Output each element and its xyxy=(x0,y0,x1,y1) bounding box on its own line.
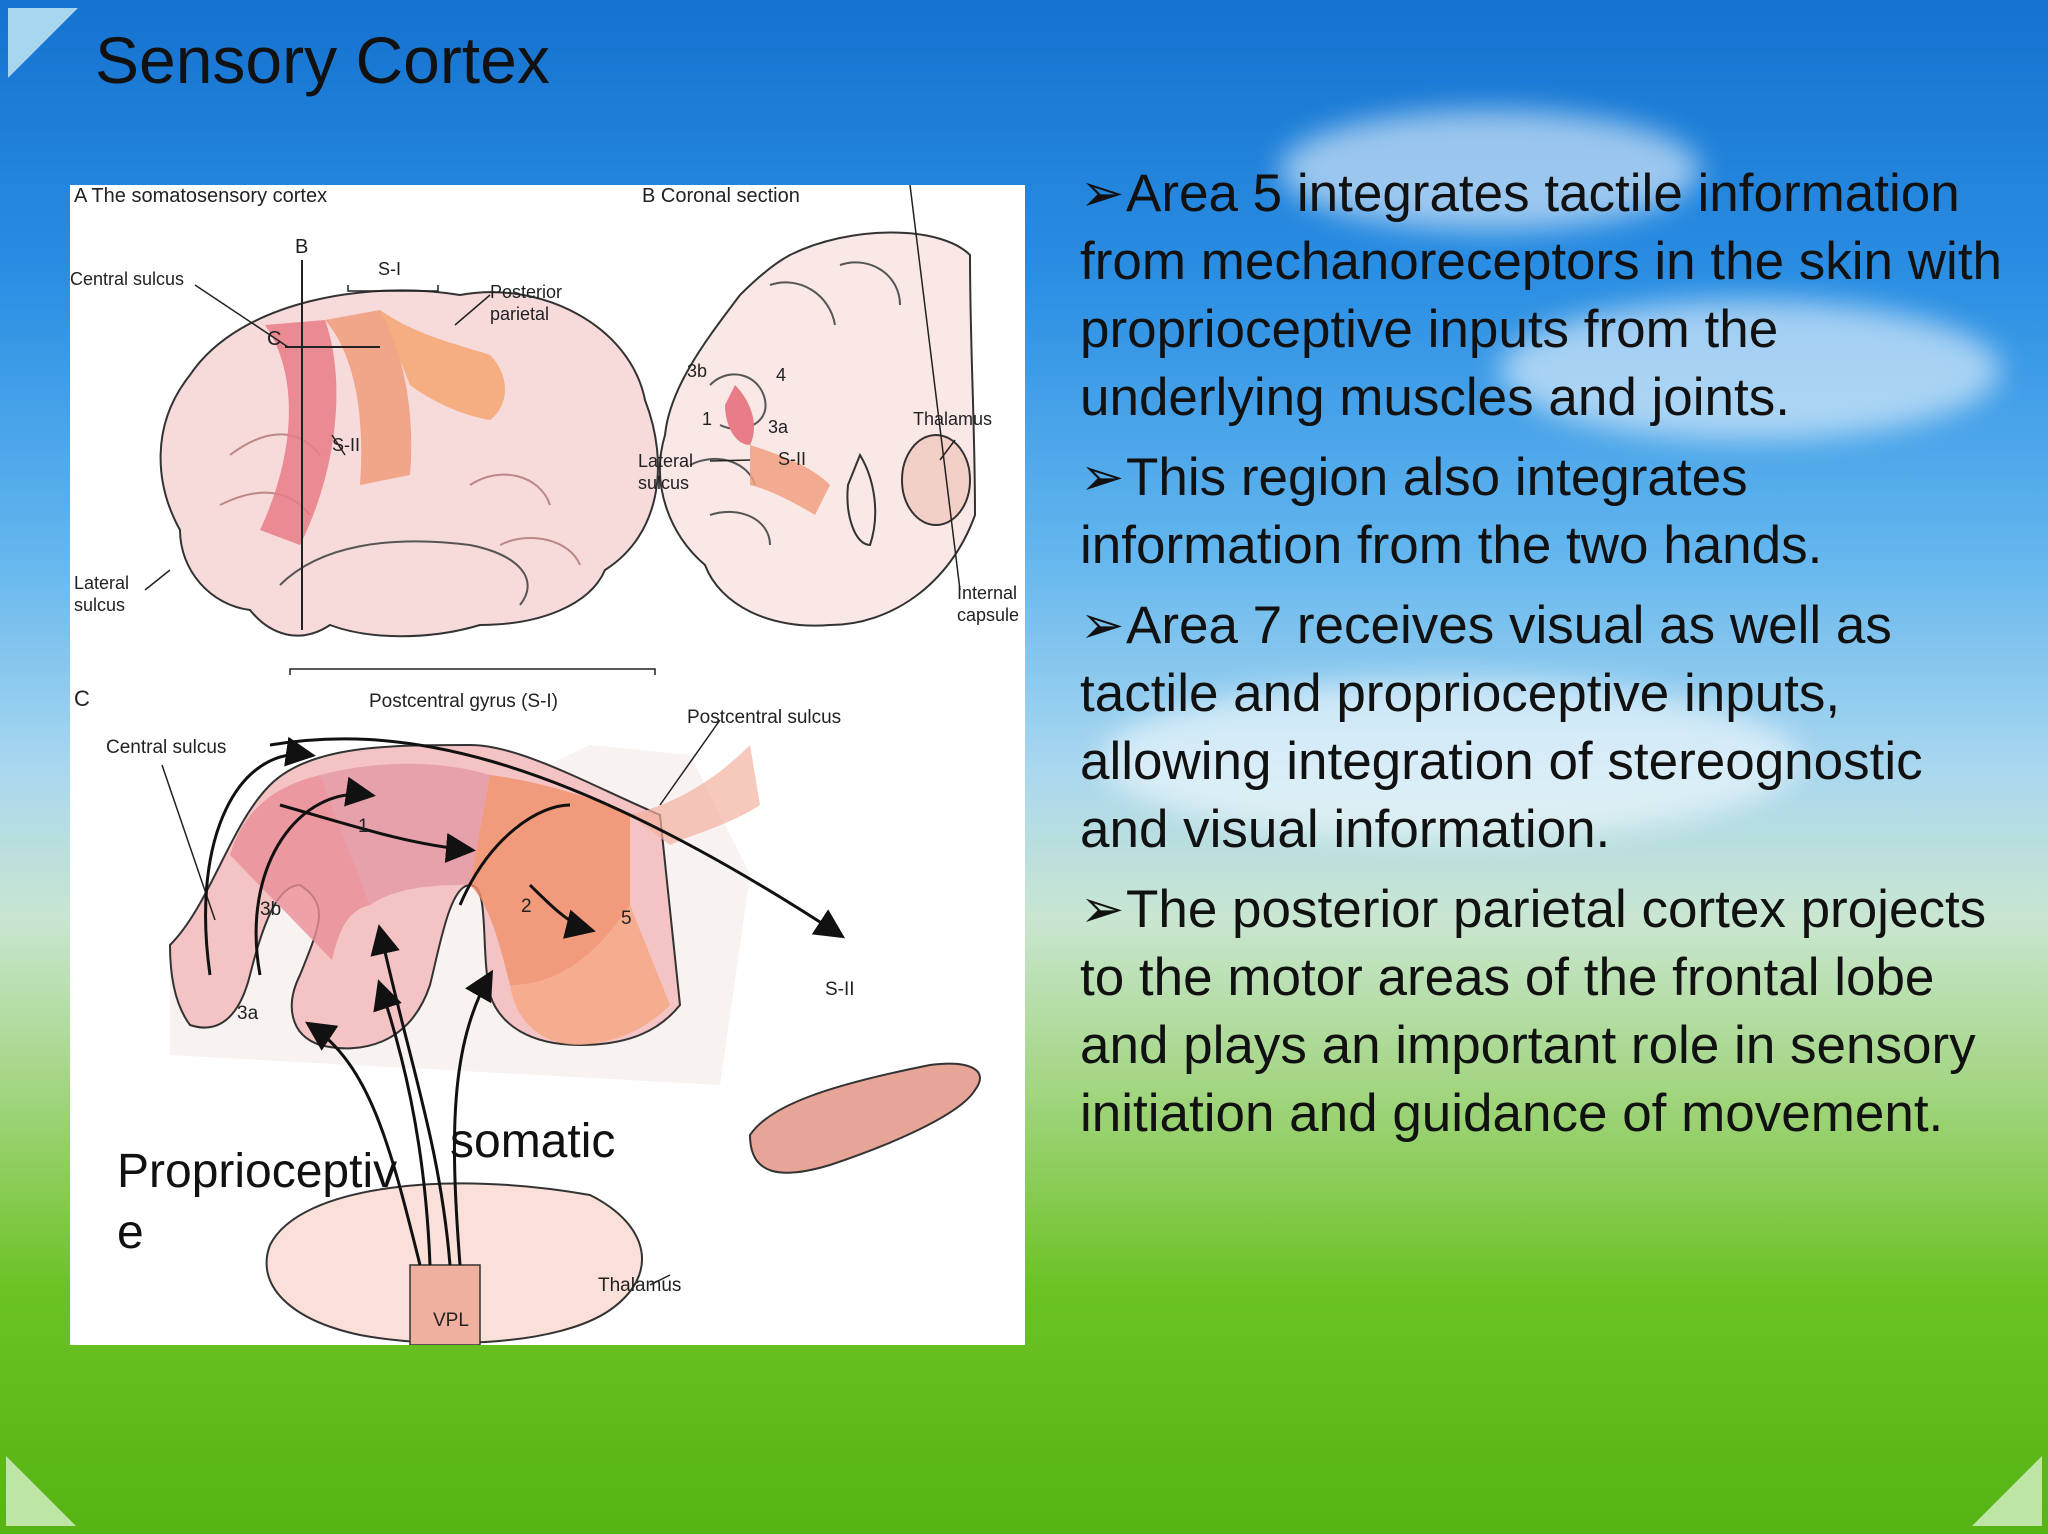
slide-corner-decoration xyxy=(1972,1456,2042,1526)
area-1-label: 1 xyxy=(358,816,369,837)
arrow-bullet-icon: ➢ xyxy=(1080,880,1125,939)
area-1-label: 1 xyxy=(702,409,712,429)
somatosensory-figure: A The somatosensory cortex B C Central s… xyxy=(70,185,1025,1345)
s2-label: S-II xyxy=(778,449,806,469)
somatosensory-illustration: A The somatosensory cortex B C Central s… xyxy=(70,185,1019,1345)
area-3b-label: 3b xyxy=(260,899,281,920)
brain-lateral-view xyxy=(144,260,659,638)
internal-capsule-label: capsule xyxy=(957,605,1019,625)
central-sulcus-label: Central sulcus xyxy=(70,269,184,289)
bullet-item: ➢Area 7 receives visual as well as tacti… xyxy=(1080,592,2015,864)
s2-label: S-II xyxy=(332,435,360,455)
background-cloud xyxy=(1100,680,1800,840)
arrow-bullet-icon: ➢ xyxy=(1080,164,1125,223)
arrow-bullet-icon: ➢ xyxy=(1080,596,1125,655)
bullet-list: ➢Area 5 integrates tactile information f… xyxy=(1080,160,2015,1160)
area-3a-label: 3a xyxy=(768,417,789,437)
internal-capsule-label: Internal xyxy=(957,583,1017,603)
proprioceptive-label: Proprioceptiv xyxy=(117,1145,397,1198)
posterior-parietal-label: parietal xyxy=(490,304,549,324)
section-line-c-label: C xyxy=(267,328,281,350)
slide-corner-decoration xyxy=(8,8,78,78)
bullet-text: This region also integrates information … xyxy=(1080,448,1823,575)
s2-label: S-II xyxy=(825,979,855,1000)
background-cloud xyxy=(1280,110,1700,230)
panel-b-heading: B Coronal section xyxy=(642,185,800,207)
bullet-item: ➢Area 5 integrates tactile information f… xyxy=(1080,160,2015,432)
background-cloud xyxy=(1500,300,2000,440)
vpl-label: VPL xyxy=(433,1310,469,1331)
bullet-item: ➢This region also integrates information… xyxy=(1080,444,2015,580)
thalamus-label: Thalamus xyxy=(913,409,992,429)
lateral-sulcus-label: Lateral xyxy=(74,573,129,593)
postcentral-sulcus-label: Postcentral sulcus xyxy=(687,707,841,728)
panel-c-heading: C xyxy=(74,686,90,711)
lateral-sulcus-label: sulcus xyxy=(74,595,125,615)
posterior-parietal-label: Posterior xyxy=(490,282,562,302)
lateral-sulcus-label: sulcus xyxy=(638,473,689,493)
bullet-text: The posterior parietal cortex projects t… xyxy=(1080,880,1987,1143)
brain-coronal-section xyxy=(658,185,977,627)
area-4-label: 4 xyxy=(776,365,786,385)
s1-label: S-I xyxy=(378,259,401,279)
proprioceptive-label: e xyxy=(117,1206,144,1259)
postcentral-gyrus-label: Postcentral gyrus (S-I) xyxy=(369,691,558,712)
area-2-label: 2 xyxy=(521,896,532,917)
area-3b-label: 3b xyxy=(687,361,707,381)
arrow-bullet-icon: ➢ xyxy=(1080,448,1125,507)
lateral-sulcus-label: Lateral xyxy=(638,451,693,471)
central-sulcus-label: Central sulcus xyxy=(106,737,226,758)
somatic-label: somatic xyxy=(450,1115,615,1168)
postcentral-gyrus-diagram xyxy=(161,668,981,1345)
bullet-text: Area 7 receives visual as well as tactil… xyxy=(1080,596,1923,859)
slide-title: Sensory Cortex xyxy=(95,23,550,97)
bullet-text: Area 5 integrates tactile information fr… xyxy=(1080,164,2003,427)
section-line-b-label: B xyxy=(295,236,308,258)
panel-a-heading: A The somatosensory cortex xyxy=(74,185,327,207)
thalamus-label: Thalamus xyxy=(598,1275,681,1296)
slide-corner-decoration xyxy=(6,1456,76,1526)
area-3a-label: 3a xyxy=(237,1003,259,1024)
bullet-item: ➢The posterior parietal cortex projects … xyxy=(1080,876,2015,1148)
area-5-label: 5 xyxy=(621,908,632,929)
